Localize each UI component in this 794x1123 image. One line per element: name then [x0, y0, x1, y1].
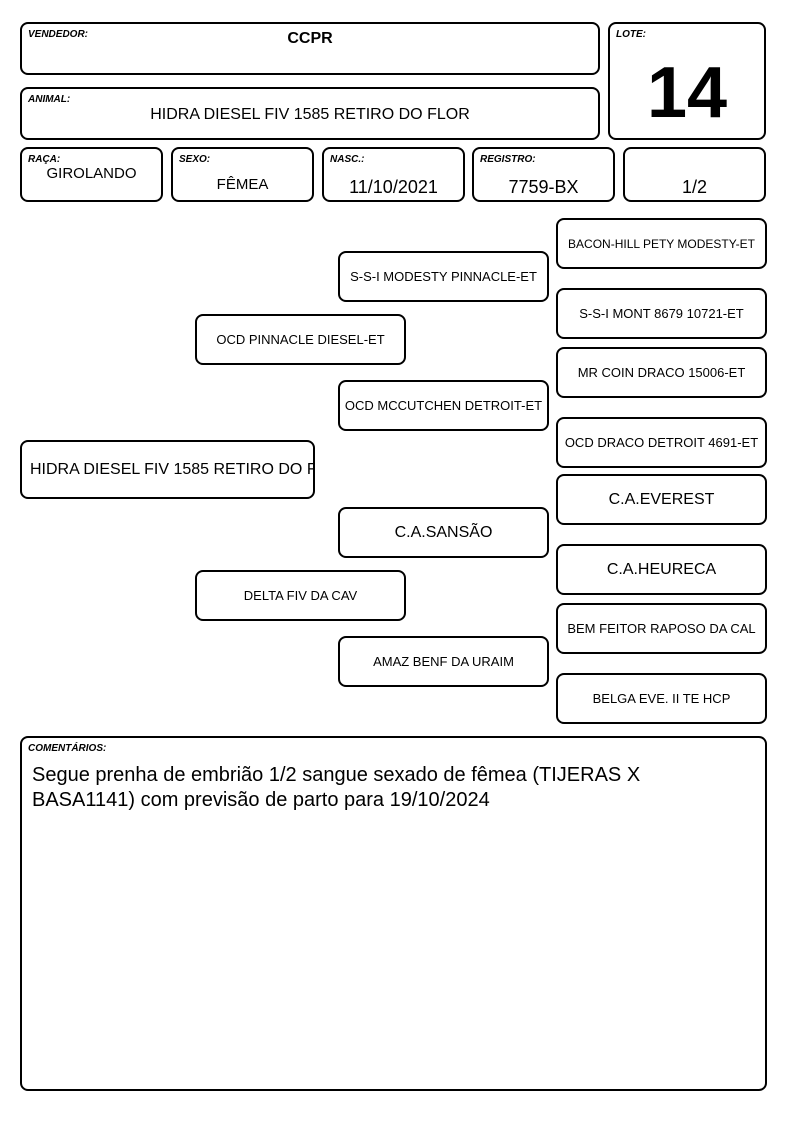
- lote-value: 14: [646, 53, 728, 133]
- animal-value: HIDRA DIESEL FIV 1585 RETIRO DO FLOR: [150, 106, 470, 123]
- vendedor-value: CCPR: [287, 30, 333, 47]
- pedigree-ss-sire: BACON-HILL PETY MODESTY-ET: [556, 218, 767, 269]
- pedigree-sire-sire: S-S-I MODESTY PINNACLE-ET: [338, 251, 549, 302]
- raca-label: RAÇA:: [28, 154, 61, 165]
- lote-box: LOTE: 14: [608, 22, 766, 140]
- pedigree-animal: HIDRA DIESEL FIV 1585 RETIRO DO F: [20, 440, 315, 499]
- animal-label: ANIMAL:: [28, 94, 71, 105]
- comments-label: COMENTÁRIOS:: [28, 743, 107, 754]
- grau-value: 1/2: [681, 177, 708, 197]
- comments-text: Segue prenha de embrião 1/2 sangue sexad…: [32, 764, 641, 811]
- grau-box: 1/2: [623, 147, 766, 202]
- raca-value: GIROLANDO: [46, 165, 137, 182]
- sexo-label: SEXO:: [179, 154, 211, 165]
- registro-box: REGISTRO: 7759-BX: [472, 147, 615, 202]
- pedigree-ds-sire: C.A.EVEREST: [556, 474, 767, 525]
- pedigree-dam-dam: AMAZ BENF DA URAIM: [338, 636, 549, 687]
- pedigree-dd-sire: BEM FEITOR RAPOSO DA CAL: [556, 603, 767, 654]
- nasc-value: 11/10/2021: [349, 177, 438, 197]
- vendedor-box: VENDEDOR: CCPR: [20, 22, 600, 75]
- sexo-value: FÊMEA: [216, 176, 269, 193]
- pedigree-sd-sire: MR COIN DRACO 15006-ET: [556, 347, 767, 398]
- registro-label: REGISTRO:: [480, 154, 536, 165]
- pedigree-dd-dam: BELGA EVE. II TE HCP: [556, 673, 767, 724]
- vendedor-label: VENDEDOR:: [28, 29, 89, 40]
- pedigree-ds-dam: C.A.HEURECA: [556, 544, 767, 595]
- registro-value: 7759-BX: [508, 177, 579, 197]
- pedigree-ss-dam: S-S-I MONT 8679 10721-ET: [556, 288, 767, 339]
- pedigree-sire-dam: OCD MCCUTCHEN DETROIT-ET: [338, 380, 549, 431]
- pedigree-sd-dam: OCD DRACO DETROIT 4691-ET: [556, 417, 767, 468]
- raca-box: RAÇA: GIROLANDO: [20, 147, 163, 202]
- pedigree-sire: OCD PINNACLE DIESEL-ET: [195, 314, 406, 365]
- comments-box: COMENTÁRIOS: Segue prenha de embrião 1/2…: [20, 736, 767, 1091]
- lote-label: LOTE:: [616, 29, 646, 40]
- sexo-box: SEXO: FÊMEA: [171, 147, 314, 202]
- nasc-label: NASC.:: [330, 154, 365, 165]
- pedigree-dam: DELTA FIV DA CAV: [195, 570, 406, 621]
- animal-box: ANIMAL: HIDRA DIESEL FIV 1585 RETIRO DO …: [20, 87, 600, 140]
- nasc-box: NASC.: 11/10/2021: [322, 147, 465, 202]
- pedigree-dam-sire: C.A.SANSÃO: [338, 507, 549, 558]
